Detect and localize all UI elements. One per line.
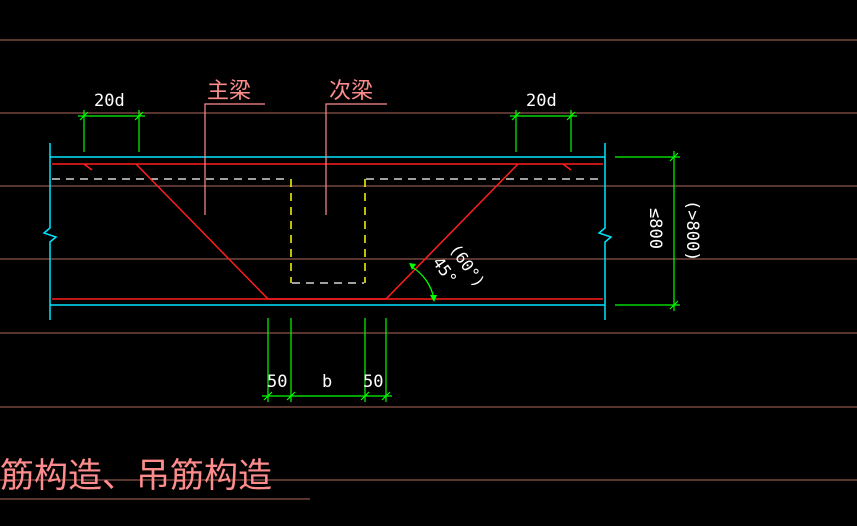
background-grid-lines: [0, 39, 857, 481]
hanger-bar: [135, 163, 519, 300]
rebar: [52, 163, 603, 300]
dim-text-20d-right: 20d: [526, 91, 557, 111]
label-secondary-beam: 次梁: [329, 79, 373, 104]
beam-left-break-line: [42, 143, 58, 320]
dim-tick: [566, 111, 576, 121]
dim-text-50-right: 50: [363, 372, 383, 392]
main-beam-leader: [204, 103, 265, 215]
dim-tick: [669, 152, 679, 162]
angle-arrow-top: [409, 263, 416, 270]
dim-tick: [669, 300, 679, 310]
dim-tick: [381, 391, 391, 401]
hanger-bar-right-tail: [562, 163, 572, 171]
beam-outline: [42, 143, 613, 320]
angle-arc: [411, 266, 435, 300]
dim-tick: [286, 391, 296, 401]
angle-arrow-bottom: [430, 295, 437, 302]
dim-tick: [134, 111, 144, 121]
dashed-lines: [52, 178, 603, 284]
secondary-beam-hidden-sides: [290, 179, 366, 283]
dim-tick: [79, 111, 89, 121]
dim-text-20d-left: 20d: [94, 91, 125, 111]
dim-text-height-gt800: (>800): [682, 200, 702, 261]
label-main-beam: 主梁: [207, 79, 251, 104]
dim-text-b: b: [322, 372, 332, 392]
label-leaders: [204, 103, 387, 215]
dim-tick: [263, 391, 273, 401]
dim-text-50-left: 50: [267, 372, 287, 392]
dim-text-height-le800: ≤800: [645, 208, 665, 249]
dim-tick: [360, 391, 370, 401]
secondary-beam-leader: [325, 103, 387, 215]
beam-right-break-line: [597, 143, 613, 320]
drawing-title: 筋构造、吊筋构造: [0, 456, 272, 496]
dimension-lines: [78, 110, 680, 402]
hanger-bar-left-tail: [83, 163, 93, 171]
dim-tick: [511, 111, 521, 121]
